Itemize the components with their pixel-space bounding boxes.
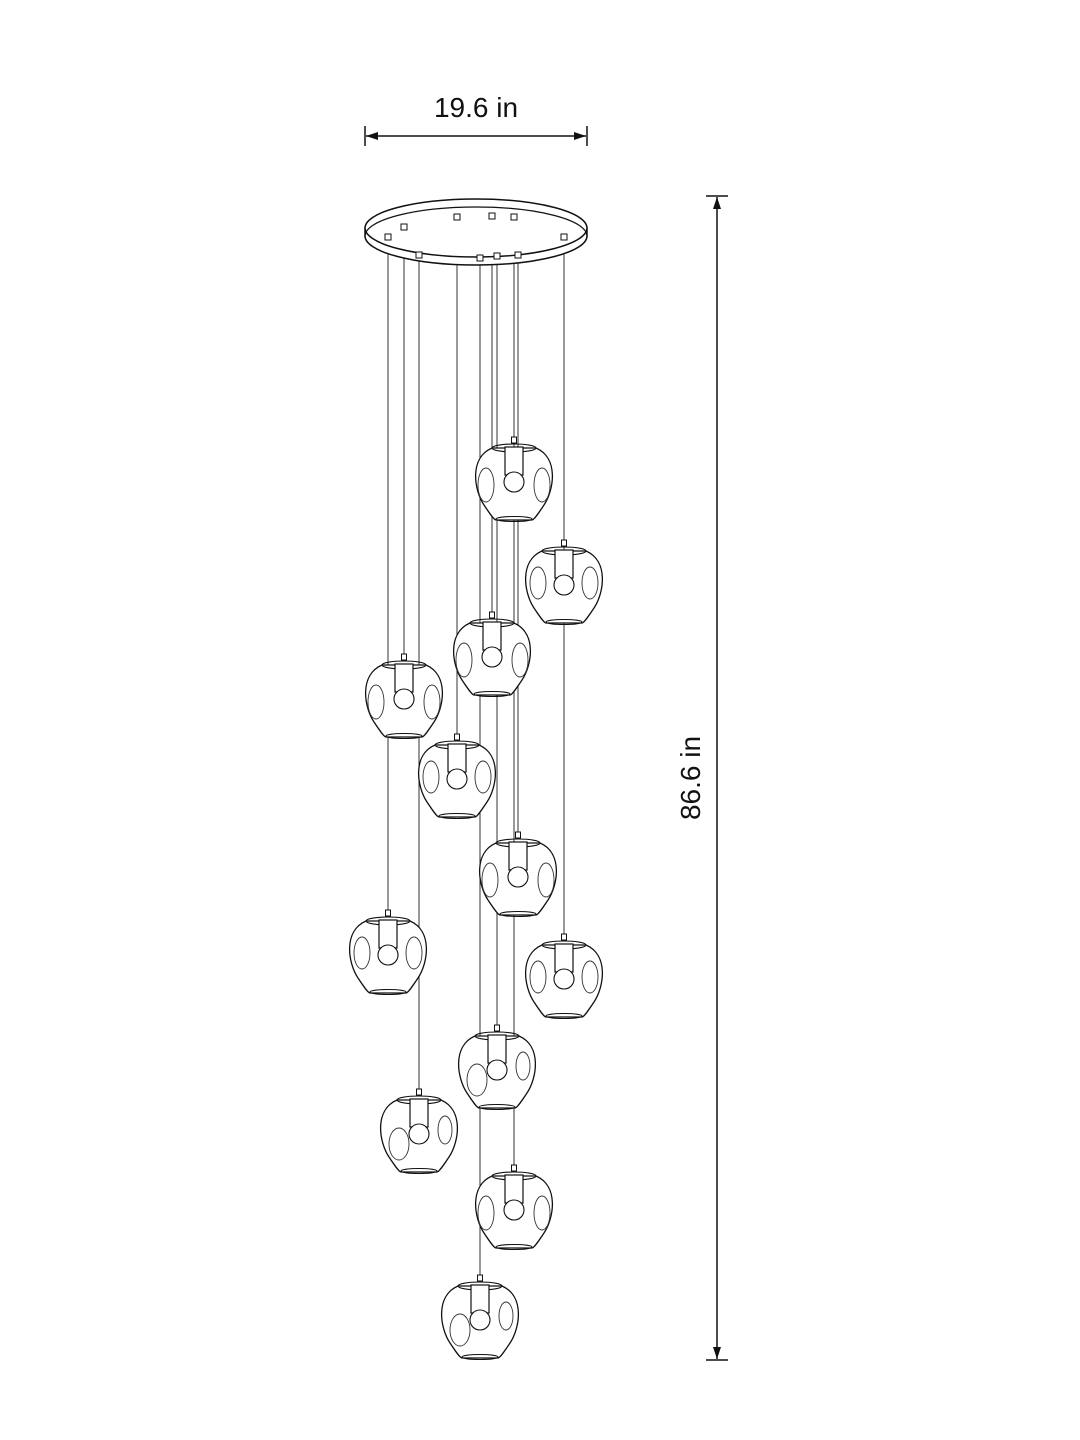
glass-dimple <box>388 1127 410 1161</box>
glass-pendant <box>440 1274 520 1361</box>
glass-dimple <box>466 1063 488 1097</box>
glass-dimple <box>422 760 440 794</box>
canopy <box>364 198 588 266</box>
glass-pendant <box>452 611 532 698</box>
bulb <box>469 1309 491 1331</box>
glass-dimple <box>437 1115 453 1145</box>
glass-pendant <box>348 909 428 996</box>
width-dimension: 19.6 in <box>364 92 588 146</box>
glass-dimple <box>581 960 599 994</box>
glass-dimple <box>353 936 371 970</box>
bulb <box>553 574 575 596</box>
bulb <box>503 471 525 493</box>
glass-pendant <box>457 1024 537 1111</box>
glass-dimple <box>481 862 499 898</box>
glass-pendant <box>478 831 558 918</box>
cable-anchor <box>384 233 392 241</box>
cap <box>494 1024 500 1032</box>
socket <box>409 1098 429 1128</box>
bulb <box>446 768 468 790</box>
bulb <box>393 688 415 710</box>
height-label: 86.6 in <box>675 736 706 820</box>
cap <box>515 831 521 839</box>
glass-dimple <box>533 467 551 503</box>
socket <box>504 446 524 476</box>
glass-dimple <box>498 1301 514 1331</box>
glass-pendant <box>474 1164 554 1251</box>
glass-dimple <box>423 684 441 720</box>
glass-dimple <box>511 642 529 678</box>
socket <box>504 1174 524 1204</box>
glass-dimple <box>581 566 599 600</box>
glass-dimple <box>533 1195 551 1231</box>
socket <box>508 841 528 871</box>
bulb <box>553 968 575 990</box>
cap <box>561 539 567 547</box>
socket <box>447 743 467 773</box>
glass-dimple <box>529 566 547 600</box>
cable-anchor <box>560 233 568 241</box>
bulb <box>507 866 529 888</box>
cap <box>489 611 495 619</box>
height-dimension: 86.6 in <box>675 195 728 1361</box>
cap <box>454 733 460 741</box>
glass-dimple <box>367 684 385 720</box>
glass-pendant <box>364 653 444 740</box>
cap <box>511 1164 517 1172</box>
socket <box>470 1284 490 1314</box>
cap <box>401 653 407 661</box>
socket <box>554 549 574 579</box>
socket <box>394 663 414 693</box>
bulb <box>377 944 399 966</box>
cable-anchor <box>415 251 423 259</box>
glass-dimple <box>477 1195 495 1231</box>
cable-anchor <box>510 213 518 221</box>
cable-anchor <box>476 254 484 262</box>
socket <box>482 621 502 651</box>
glass-dimple <box>477 467 495 503</box>
cable-anchor <box>400 223 408 231</box>
cap <box>385 909 391 917</box>
glass-pendant <box>474 436 554 523</box>
cap <box>477 1274 483 1282</box>
glass-pendant <box>524 539 604 626</box>
glass-dimple <box>455 642 473 678</box>
glass-dimple <box>515 1051 531 1081</box>
pendants <box>348 436 604 1361</box>
width-label: 19.6 in <box>434 92 518 123</box>
cap <box>416 1088 422 1096</box>
glass-dimple <box>537 862 555 898</box>
glass-dimple <box>529 960 547 994</box>
glass-dimple <box>405 936 423 970</box>
bulb <box>486 1059 508 1081</box>
cable-anchor <box>488 212 496 220</box>
socket <box>378 919 398 949</box>
glass-pendant <box>524 933 604 1020</box>
socket <box>554 943 574 973</box>
bulb <box>503 1199 525 1221</box>
glass-pendant <box>379 1088 459 1175</box>
glass-dimple <box>449 1313 471 1347</box>
cable-anchor <box>493 252 501 260</box>
glass-pendant <box>417 733 497 820</box>
glass-dimple <box>474 760 492 794</box>
cap <box>511 436 517 444</box>
socket <box>487 1034 507 1064</box>
bulb <box>481 646 503 668</box>
cable-anchor <box>514 251 522 259</box>
cable-anchors <box>384 212 568 262</box>
bulb <box>408 1123 430 1145</box>
cap <box>561 933 567 941</box>
cable-anchor <box>453 213 461 221</box>
